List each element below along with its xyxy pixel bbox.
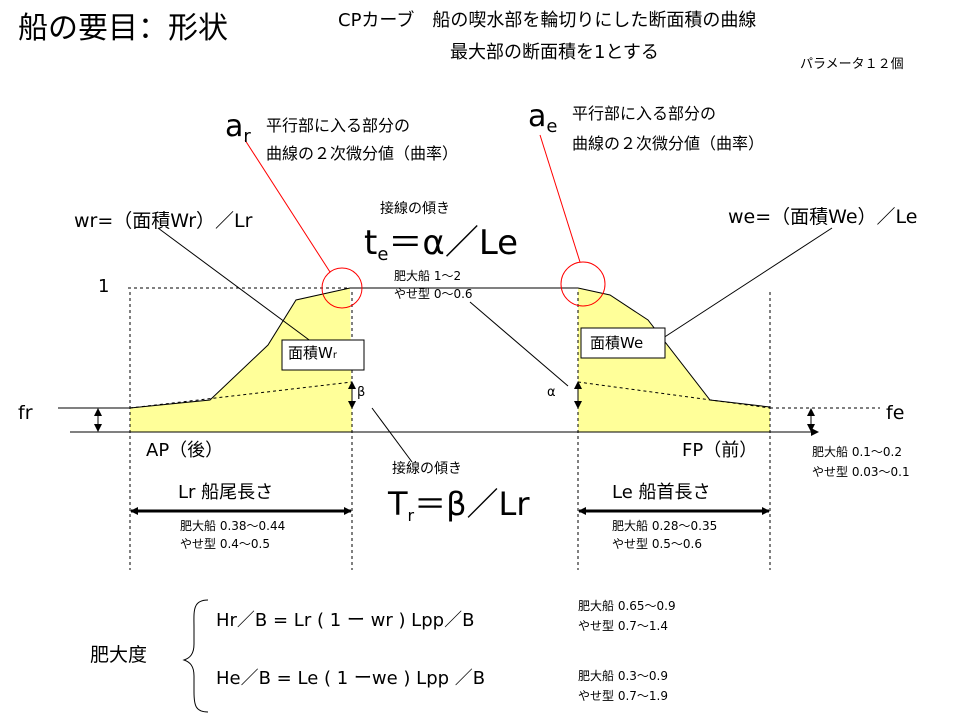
- bow-tangent: [577, 381, 771, 409]
- lr-range-line2: やせ型 0.4～0.5: [180, 537, 270, 551]
- he-formula: He／B = Le ( 1 ーwe ) Lpp ／B: [216, 668, 486, 689]
- ap-label: AP（後）: [146, 440, 224, 461]
- ar-highlight-circle: [321, 267, 363, 309]
- hr-range-line1: 肥大船 0.65～0.9: [578, 599, 676, 613]
- le-label: Le 船首長さ: [612, 482, 711, 503]
- te-range-line1: 肥大船 1～2: [394, 269, 462, 283]
- param-count: パラメータ１２個: [800, 57, 904, 72]
- stern-area-fill: [130, 288, 352, 432]
- cp-curve-stern: [129, 287, 351, 409]
- fatness-label: 肥大度: [90, 644, 148, 666]
- fatness-brace: [182, 599, 209, 713]
- lr-range-line1: 肥大船 0.38～0.44: [180, 519, 286, 533]
- beta-leader: [371, 407, 413, 463]
- cp-curve-bow: [577, 287, 771, 408]
- wr-formula: wr=（面積Wr）／Lr: [74, 210, 253, 232]
- alpha-label: α: [547, 385, 556, 400]
- beta-label: β: [357, 385, 366, 400]
- he-range-line2: やせ型 0.7～1.9: [578, 689, 668, 703]
- hr-formula: Hr／B = Lr ( 1 ー wr ) Lpp／B: [216, 610, 475, 631]
- tr-caption: 接線の傾き: [392, 461, 462, 477]
- area-we-label: 面積We: [590, 334, 644, 352]
- ae-leader: [539, 134, 581, 263]
- area-we-box: [580, 327, 666, 359]
- ar-leader: [244, 139, 331, 273]
- te-range-line2: やせ型 0～0.6: [394, 287, 473, 301]
- ae-symbol: ae: [528, 99, 558, 137]
- area-wr-box: [281, 339, 365, 371]
- ar-symbol: ar: [225, 109, 251, 147]
- ar-desc-line1: 平行部に入る部分の: [266, 116, 411, 135]
- fe-label: fe: [886, 402, 905, 424]
- le-range-line1: 肥大船 0.28～0.35: [612, 519, 718, 533]
- fp-label: FP（前）: [682, 440, 758, 461]
- tr-formula: Tr＝β／Lr: [388, 485, 530, 525]
- ae-desc-line1: 平行部に入る部分の: [572, 104, 717, 123]
- subtitle-line1: CPカーブ 船の喫水部を輪切りにした断面積の曲線: [338, 10, 757, 31]
- hr-range-line2: やせ型 0.7～1.4: [578, 619, 668, 633]
- te-formula: te＝α／Le: [364, 223, 519, 265]
- ar-desc-line2: 曲線の２次微分値（曲率）: [266, 144, 459, 163]
- we-leader: [659, 227, 833, 341]
- he-range-line1: 肥大船 0.3～0.9: [578, 669, 668, 683]
- te-leader: [469, 301, 569, 387]
- we-formula: we=（面積We）／Le: [728, 206, 918, 228]
- te-caption: 接線の傾き: [380, 201, 450, 217]
- wr-leader: [157, 227, 321, 349]
- le-range-line2: やせ型 0.5～0.6: [612, 537, 702, 551]
- fe-range-line2: やせ型 0.03～0.1: [812, 465, 910, 479]
- subtitle-line2: 最大部の断面積を1とする: [450, 42, 659, 63]
- page-title: 船の要目：形状: [18, 11, 228, 46]
- area-wr-label: 面積Wr: [288, 344, 337, 362]
- lr-label: Lr 船尾長さ: [178, 482, 274, 503]
- fe-range-line1: 肥大船 0.1～0.2: [812, 445, 902, 459]
- ae-highlight-circle: [560, 261, 606, 307]
- y-axis-one: 1: [98, 276, 110, 297]
- bow-area-fill: [578, 288, 770, 432]
- ae-desc-line2: 曲線の２次微分値（曲率）: [572, 134, 765, 153]
- fr-label: fr: [18, 402, 33, 424]
- stern-tangent: [129, 381, 353, 409]
